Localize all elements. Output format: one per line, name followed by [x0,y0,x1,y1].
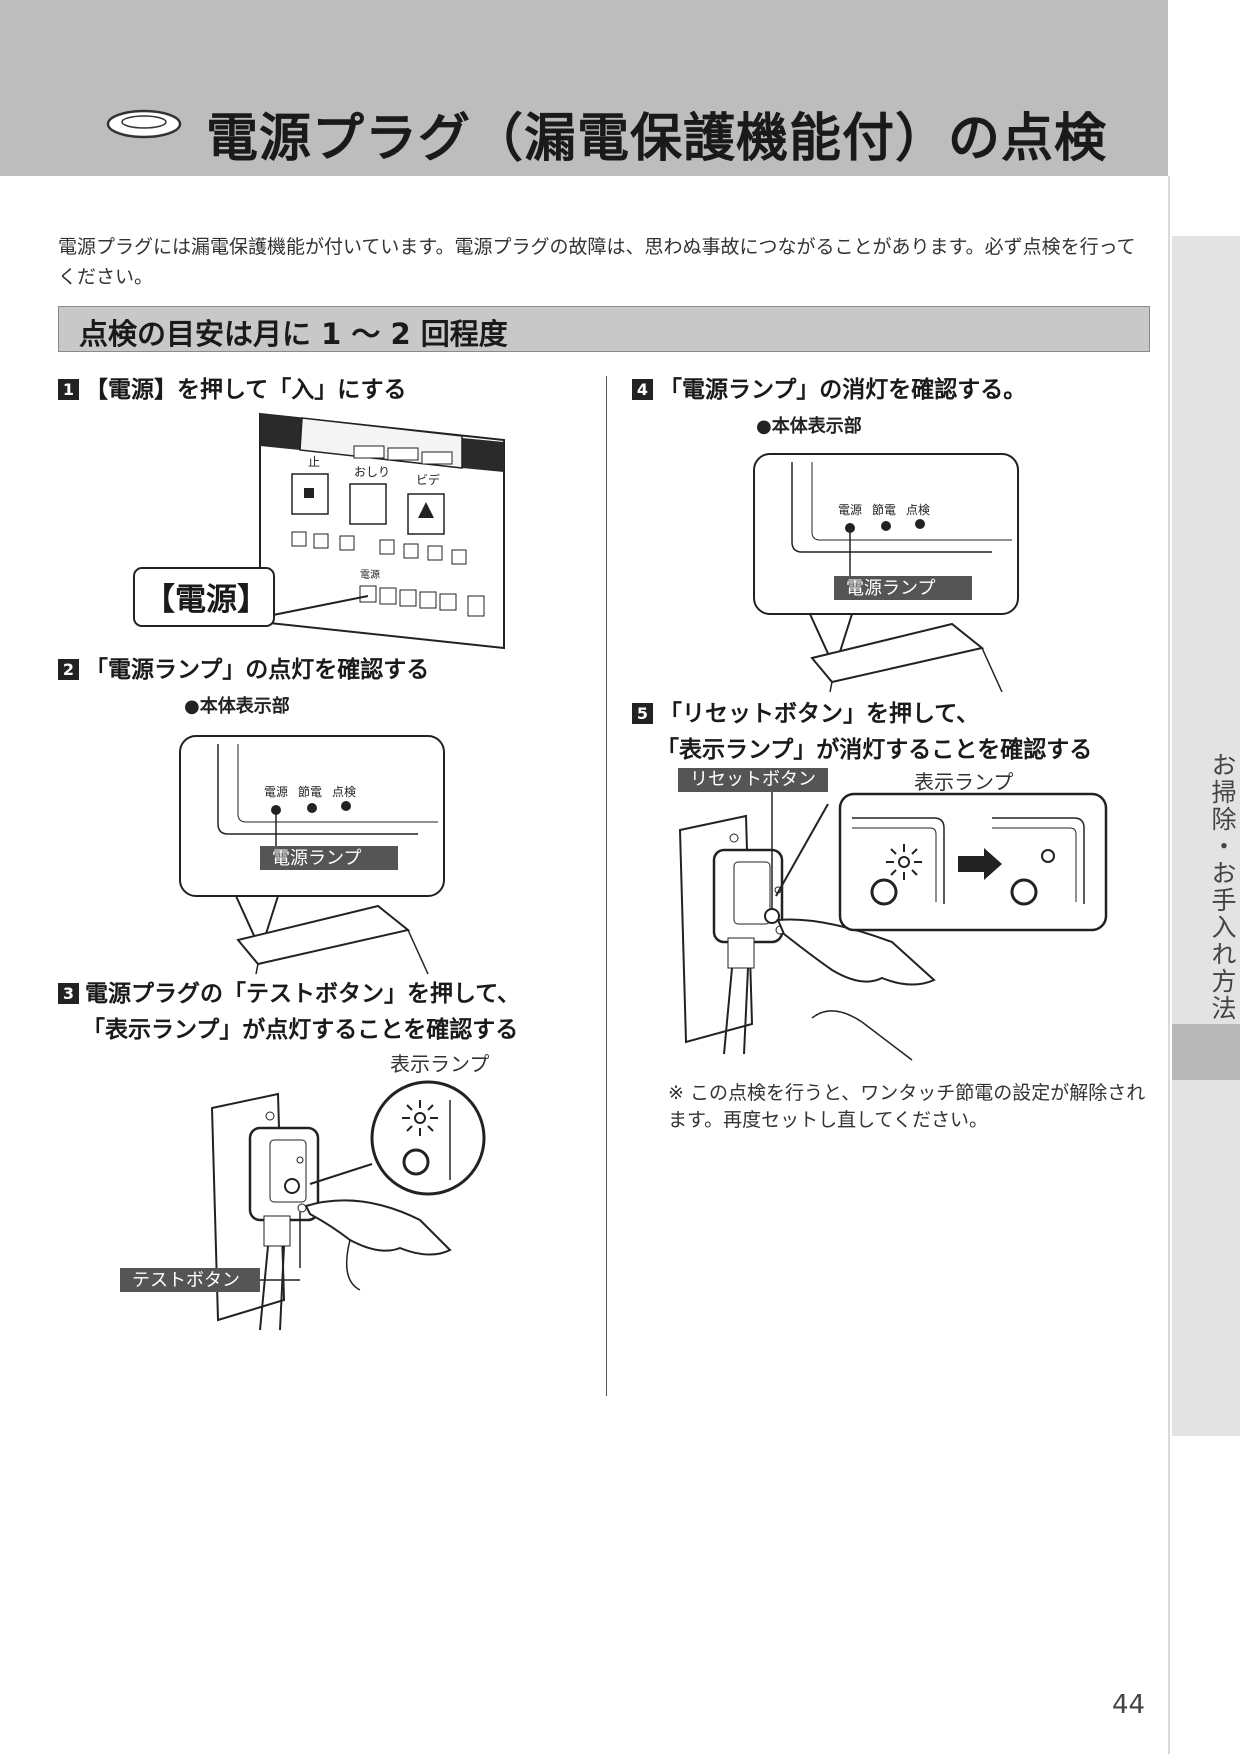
lamp-label-power: 電源 [838,503,862,517]
bidet-label: ビデ [416,472,440,487]
indicator-lamp-label: 表示ランプ [390,1052,490,1076]
step-number: 5 [632,703,653,724]
body-display-illustration-lit: 電源 節電 点検 電源ランプ [179,735,445,975]
intro-text: 電源プラグには漏電保護機能が付いています。電源プラグの故障は、思わぬ事故につなが… [58,236,1136,288]
plug-test-illustration: テストボタン [120,1080,486,1331]
oshiri-label: おしり [354,465,390,479]
test-button-tag: テストボタン [132,1270,240,1291]
reset-button-tag: リセットボタン [678,768,828,792]
page-number: 44 [1112,1690,1146,1720]
step-2: 2 「電源ランプ」の点灯を確認する [58,652,429,688]
header-band [0,0,1168,176]
side-tab-current-marker [1172,1024,1240,1080]
power-small-label: 電源 [360,568,380,581]
plug-reset-illustration [678,792,1108,1061]
note-text: ※ この点検を行うと、ワンタッチ節電の設定が解除されます。再度セットし直してくだ… [668,1082,1146,1131]
stop-label: 止 [308,455,320,469]
step-number: 1 [58,379,79,400]
step-5: 5 「リセットボタン」を押して、 「表示ランプ」が消灯することを確認する [632,696,1092,768]
step-3: 3 電源プラグの「テストボタン」を押して、 「表示ランプ」が点灯することを確認する [58,976,520,1048]
step-number: 3 [58,983,79,1004]
lamp-label-save: 節電 [872,502,896,517]
step-text-line2: 「表示ランプ」が点灯することを確認する [82,1017,519,1043]
step-number: 4 [632,379,653,400]
page-title: 電源プラグ（漏電保護機能付）の点検 [206,109,1108,169]
step-text: 【電源】を押して「入」にする [85,377,407,403]
toilet-seat-icon [106,109,182,139]
remote-control-illustration: 止 おしり ビデ 電源 【電源】 [133,412,505,650]
body-display-illustration-off: 電源 節電 点検 電源ランプ [753,453,1019,693]
side-tab-label[interactable]: お掃除・お手入れ方法 [1208,752,1237,1022]
step-text-line1: 「リセットボタン」を押して、 [659,701,980,727]
lamp-label-save: 節電 [298,784,322,799]
step-number: 2 [58,659,79,680]
lamp-label-check: 点検 [332,785,356,799]
lamp-label-power: 電源 [264,785,288,799]
step-text: 「電源ランプ」の消灯を確認する。 [659,377,1027,403]
column-divider [606,376,607,1396]
step-text: 「電源ランプ」の点灯を確認する [85,657,430,683]
step-2-sub: ●本体表示部 [184,696,290,717]
step-4: 4 「電源ランプ」の消灯を確認する。 [632,372,1026,408]
side-tab-background [1172,236,1240,1024]
lamp-label-check: 点検 [906,503,930,517]
power-lamp-tag: 電源ランプ [272,848,361,869]
indicator-lamp-label: 表示ランプ [914,770,1014,794]
power-lamp-tag: 電源ランプ [846,578,935,599]
step-text-line2: 「表示ランプ」が消灯することを確認する [656,737,1093,763]
step-4-sub: ●本体表示部 [756,416,862,437]
step-text-line1: 電源プラグの「テストボタン」を押して、 [85,981,521,1007]
side-tab-background-lower [1172,1080,1240,1436]
section-bar: 点検の目安は月に 1 ～ 2 回程度 [58,306,1150,352]
step-1: 1 【電源】を押して「入」にする [58,372,407,408]
power-button-callout: 【電源】 [144,582,268,618]
section-title: 点検の目安は月に 1 ～ 2 回程度 [79,317,508,351]
